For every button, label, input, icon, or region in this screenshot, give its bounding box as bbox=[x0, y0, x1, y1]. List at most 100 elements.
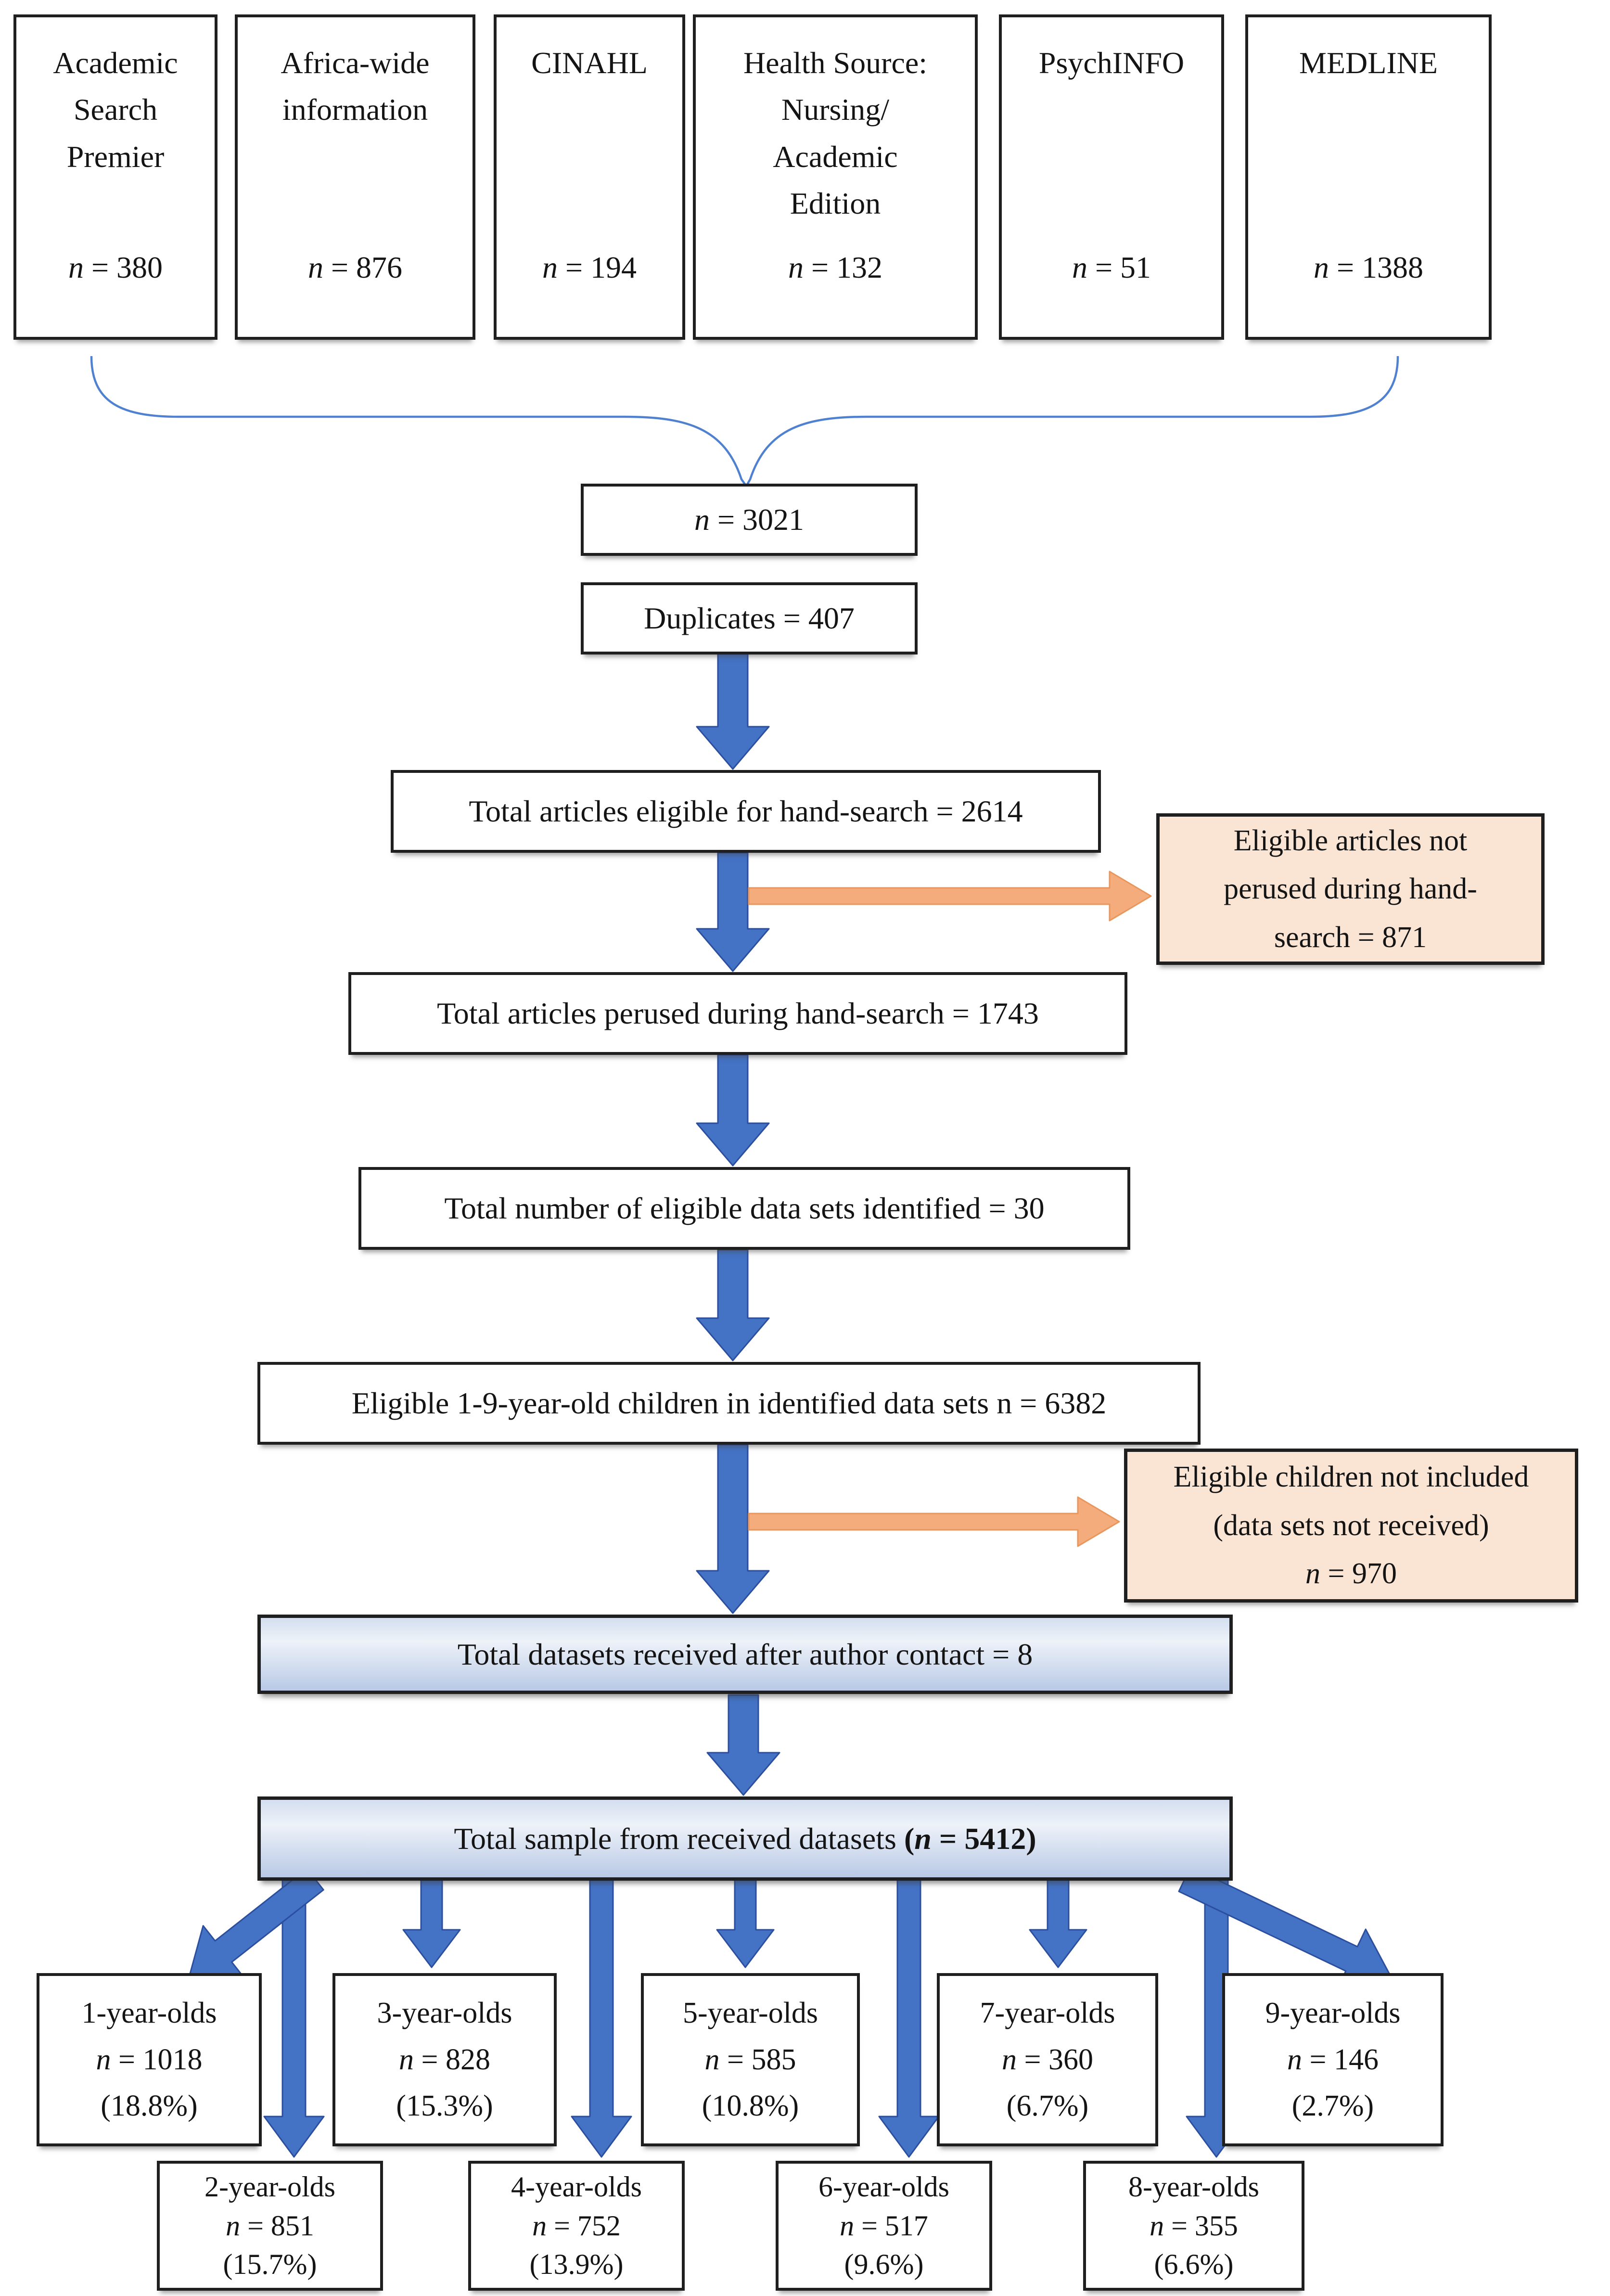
age-box-3-year-olds: 3-year-olds n = 828 (15.3%) bbox=[332, 1973, 557, 2146]
source-title: CINAHL bbox=[531, 46, 648, 80]
age-percent: (6.6%) bbox=[1154, 2248, 1234, 2281]
datasets-received-label: Total datasets received after author con… bbox=[457, 1637, 1033, 1671]
age-label: 3-year-olds bbox=[377, 1996, 512, 2029]
n-italic: n bbox=[1072, 250, 1087, 284]
source-box-psychinfo: PsychINFO n = 51 bbox=[999, 14, 1224, 340]
age-count: n = 828 bbox=[399, 2037, 490, 2083]
source-count: n = 194 bbox=[497, 244, 682, 291]
duplicates-box: Duplicates = 407 bbox=[581, 582, 918, 654]
age-percent: (18.8%) bbox=[101, 2090, 198, 2123]
brace-curve bbox=[90, 356, 747, 487]
age-label: 7-year-olds bbox=[980, 1996, 1115, 2029]
n-value: = 3021 bbox=[709, 502, 805, 537]
n-value: = 132 bbox=[803, 250, 883, 284]
age-label: 8-year-olds bbox=[1128, 2171, 1260, 2203]
age-count: n = 585 bbox=[705, 2037, 796, 2083]
paren-open: ( bbox=[904, 1821, 915, 1856]
n-value: = 5412) bbox=[931, 1821, 1036, 1856]
age-percent: (15.3%) bbox=[396, 2090, 493, 2123]
source-box-academic-search-premier: Academic Search Premier n = 380 bbox=[13, 14, 217, 340]
total-sample-pre: Total sample from received datasets bbox=[454, 1821, 904, 1856]
down-arrow-icon bbox=[696, 852, 770, 972]
down-arrow-icon bbox=[706, 1694, 780, 1796]
pooled-count: n = 3021 bbox=[694, 501, 804, 539]
total-sample-bold: (n = 5412) bbox=[904, 1821, 1036, 1856]
age-percent: (10.8%) bbox=[702, 2090, 799, 2123]
n-value: = 194 bbox=[557, 250, 637, 284]
n-italic: n bbox=[694, 502, 710, 537]
brace-curve bbox=[745, 356, 1399, 487]
age-percent: (2.7%) bbox=[1291, 2090, 1374, 2123]
source-box-cinahl: CINAHL n = 194 bbox=[494, 14, 685, 340]
duplicates-label: Duplicates = 407 bbox=[644, 601, 855, 635]
age-label: 5-year-olds bbox=[682, 1996, 818, 2029]
source-count: n = 132 bbox=[696, 244, 975, 291]
n-italic: n bbox=[542, 250, 558, 284]
age-count: n = 517 bbox=[840, 2206, 928, 2245]
age-count: n = 1018 bbox=[96, 2037, 203, 2083]
age-count: n = 851 bbox=[226, 2206, 314, 2245]
not-perused-box: Eligible articles not perused during han… bbox=[1156, 813, 1545, 965]
n-italic: n bbox=[1150, 2209, 1164, 2242]
age-label: 9-year-olds bbox=[1265, 1996, 1401, 2029]
n-italic: n bbox=[1305, 1557, 1321, 1591]
n-value: = 752 bbox=[547, 2209, 621, 2242]
not-perused-label: Eligible articles not perused during han… bbox=[1224, 824, 1477, 954]
down-arrow-icon bbox=[1029, 1876, 1087, 1968]
total-sample-label: Total sample from received datasets (n =… bbox=[454, 1821, 1036, 1857]
n-italic: n bbox=[788, 250, 804, 284]
down-arrow-icon bbox=[696, 1054, 770, 1167]
n-italic: n bbox=[68, 250, 84, 284]
datasets-identified-label: Total number of eligible data sets ident… bbox=[444, 1191, 1045, 1225]
age-box-2-year-olds: 2-year-olds n = 851 (15.7%) bbox=[157, 2161, 383, 2291]
n-value: = 1018 bbox=[111, 2043, 203, 2076]
n-italic: n bbox=[532, 2209, 547, 2242]
down-arrow-icon bbox=[696, 1444, 770, 1614]
n-value: = 876 bbox=[323, 250, 403, 284]
eligible-children-box: Eligible 1-9-year-old children in identi… bbox=[257, 1362, 1201, 1445]
source-title: MEDLINE bbox=[1299, 46, 1438, 80]
n-italic: n bbox=[96, 2043, 111, 2076]
age-percent: (9.6%) bbox=[844, 2248, 924, 2281]
age-percent: (15.7%) bbox=[223, 2248, 317, 2281]
source-box-medline: MEDLINE n = 1388 bbox=[1245, 14, 1492, 340]
eligible-children-label: Eligible 1-9-year-old children in identi… bbox=[351, 1385, 1107, 1420]
source-title: Health Source: Nursing/ Academic Edition bbox=[743, 46, 928, 220]
n-italic: n bbox=[1287, 2043, 1303, 2076]
n-italic: n bbox=[704, 2043, 720, 2076]
total-sample-box: Total sample from received datasets (n =… bbox=[257, 1796, 1233, 1881]
eligible-hand-search-label: Total articles eligible for hand-search … bbox=[469, 794, 1023, 828]
n-italic: n bbox=[226, 2209, 241, 2242]
source-count: n = 876 bbox=[238, 244, 473, 291]
eligible-hand-search-box: Total articles eligible for hand-search … bbox=[391, 770, 1101, 853]
age-box-7-year-olds: 7-year-olds n = 360 (6.7%) bbox=[937, 1973, 1158, 2146]
n-value: = 828 bbox=[414, 2043, 490, 2076]
age-label: 2-year-olds bbox=[204, 2171, 336, 2203]
n-value: = 1388 bbox=[1329, 250, 1424, 284]
n-value: = 970 bbox=[1320, 1557, 1397, 1591]
n-italic: n bbox=[307, 250, 323, 284]
down-arrow-icon bbox=[716, 1876, 775, 1968]
down-arrow-icon bbox=[696, 1249, 770, 1361]
n-value: = 146 bbox=[1302, 2043, 1379, 2076]
age-box-4-year-olds: 4-year-olds n = 752 (13.9%) bbox=[468, 2161, 685, 2291]
source-count: n = 380 bbox=[16, 244, 215, 291]
n-value: = 380 bbox=[83, 250, 163, 284]
age-label: 1-year-olds bbox=[81, 1996, 217, 2029]
n-value: = 585 bbox=[719, 2043, 796, 2076]
age-box-5-year-olds: 5-year-olds n = 585 (10.8%) bbox=[641, 1973, 860, 2146]
age-percent: (6.7%) bbox=[1006, 2090, 1089, 2123]
source-count: n = 51 bbox=[1002, 244, 1221, 291]
source-box-africa-wide-information: Africa-wide information n = 876 bbox=[235, 14, 475, 340]
n-italic: n bbox=[914, 1821, 932, 1856]
age-box-1-year-olds: 1-year-olds n = 1018 (18.8%) bbox=[37, 1973, 262, 2146]
n-italic: n bbox=[399, 2043, 414, 2076]
n-value: = 355 bbox=[1164, 2209, 1238, 2242]
source-count: n = 1388 bbox=[1248, 244, 1489, 291]
children-not-included-count: n = 970 bbox=[1305, 1550, 1397, 1598]
datasets-identified-box: Total number of eligible data sets ident… bbox=[358, 1167, 1130, 1250]
pooled-records-box: n = 3021 bbox=[581, 484, 918, 556]
n-value: = 360 bbox=[1017, 2043, 1093, 2076]
